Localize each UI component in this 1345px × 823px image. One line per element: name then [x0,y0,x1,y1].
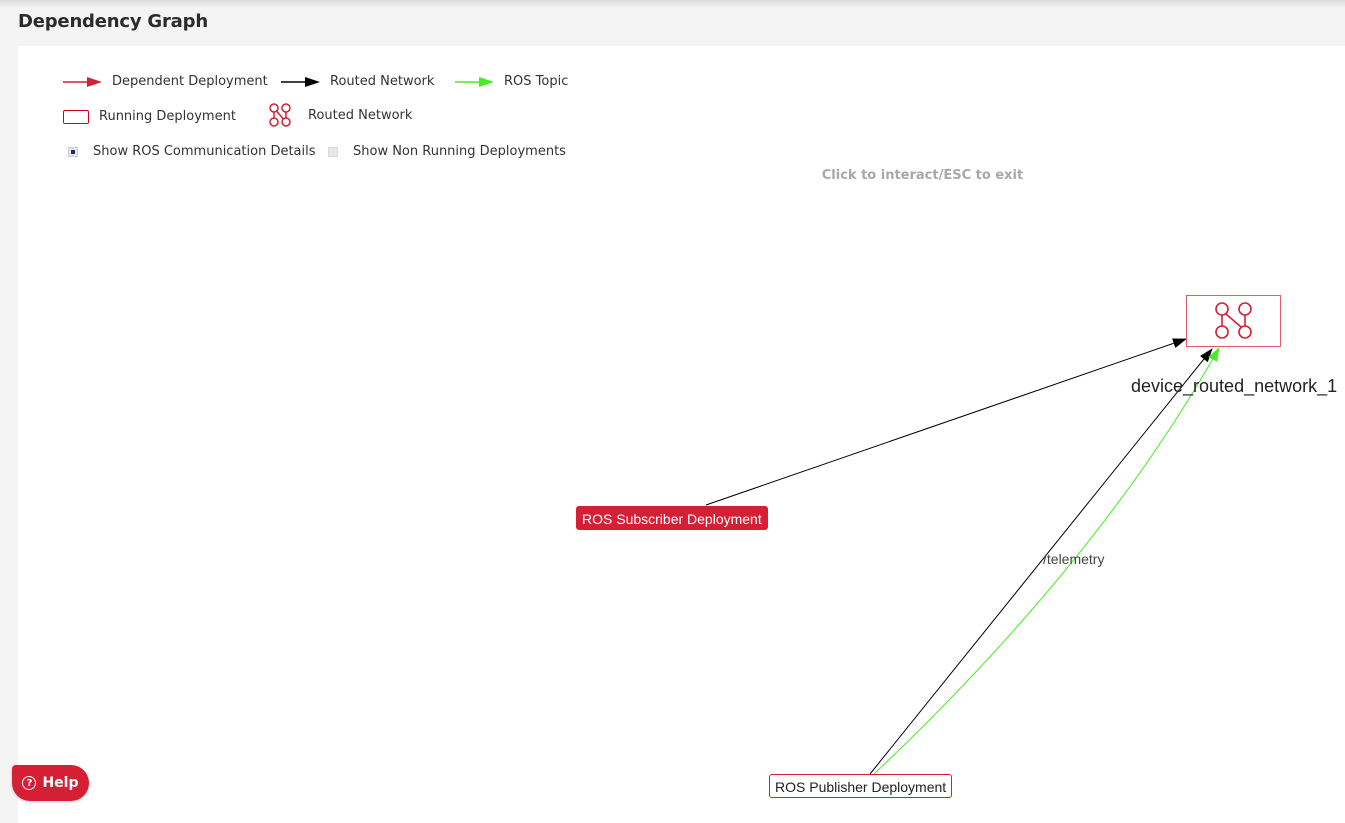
routed-network-icon [1215,302,1252,339]
show-ros-details-checkbox[interactable] [68,146,78,157]
legend-routed-network-arrow-label: Routed Network [330,74,435,89]
legend-running-deployment: Running Deployment [63,109,236,124]
red-arrow-icon [63,76,102,87]
edge-subscriber-to-network [705,338,1187,506]
interact-hint-text-a: Click to interact/ [821,168,944,183]
graph-panel[interactable]: Dependent Deployment Routed Network ROS … [18,46,1345,823]
legend-running-deployment-label: Running Deployment [99,109,236,124]
legend-routed-network-arrow: Routed Network [281,74,434,89]
running-deployment-swatch [63,109,89,124]
topic-edge-label: /telemetry [1043,551,1105,567]
interact-hint-text-b: to exit [971,168,1024,183]
routed-network-icon [269,103,291,127]
legend-dependent-deployment: Dependent Deployment [63,74,268,89]
network-node-label: device_routed_network_1 [1131,376,1338,396]
publisher-deployment-node[interactable]: ROS Publisher Deployment [769,774,953,798]
edge-publisher-to-network [869,348,1213,775]
question-circle-icon: ? [22,776,37,790]
green-arrow-icon [455,76,494,87]
help-button[interactable]: ? Help [12,765,89,801]
legend-routed-network-icon-label: Routed Network [308,107,413,123]
legend-dependent-deployment-label: Dependent Deployment [112,74,268,89]
page-title: Dependency Graph [18,11,208,32]
show-ros-details-option[interactable]: Show ROS Communication Details [68,144,316,159]
edge-topic-telemetry [873,347,1220,775]
legend-routed-network-icon: Routed Network [268,103,412,127]
network-node[interactable] [1186,295,1281,347]
top-shadow [0,0,1345,8]
legend-ros-topic: ROS Topic [455,74,568,89]
show-non-running-checkbox[interactable] [328,146,338,157]
show-non-running-label[interactable]: Show Non Running Deployments [353,144,566,159]
show-ros-details-label[interactable]: Show ROS Communication Details [93,144,316,159]
legend-ros-topic-label: ROS Topic [504,74,569,89]
black-arrow-icon [281,76,320,87]
show-non-running-option[interactable]: Show Non Running Deployments [328,144,566,159]
subscriber-deployment-node[interactable]: ROS Subscriber Deployment [576,506,768,530]
interact-hint: Click to interact/ESC to exit [0,168,1345,183]
interact-hint-key: ESC [943,168,972,183]
help-label: Help [42,775,79,791]
